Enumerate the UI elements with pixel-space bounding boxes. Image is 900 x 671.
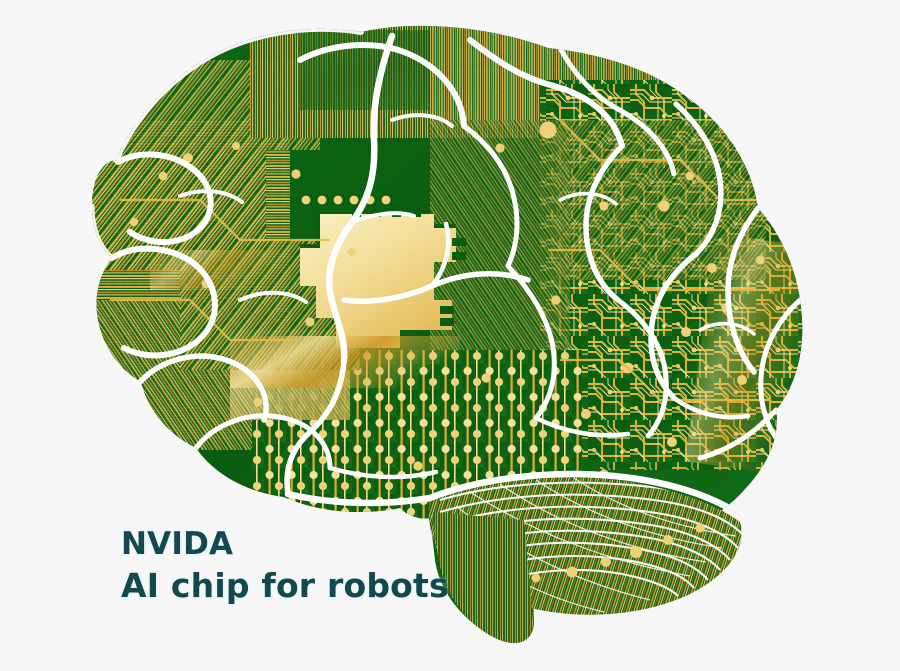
chip-pad-row <box>301 195 391 205</box>
caption-block: NVIDA AI chip for robots <box>121 526 449 606</box>
caption-line-subtitle: AI chip for robots <box>121 565 449 605</box>
caption-line-title: NVIDA <box>121 526 234 562</box>
via-pads <box>129 121 765 479</box>
sulci-lines <box>92 25 803 528</box>
gold-sheen-left <box>150 250 280 290</box>
